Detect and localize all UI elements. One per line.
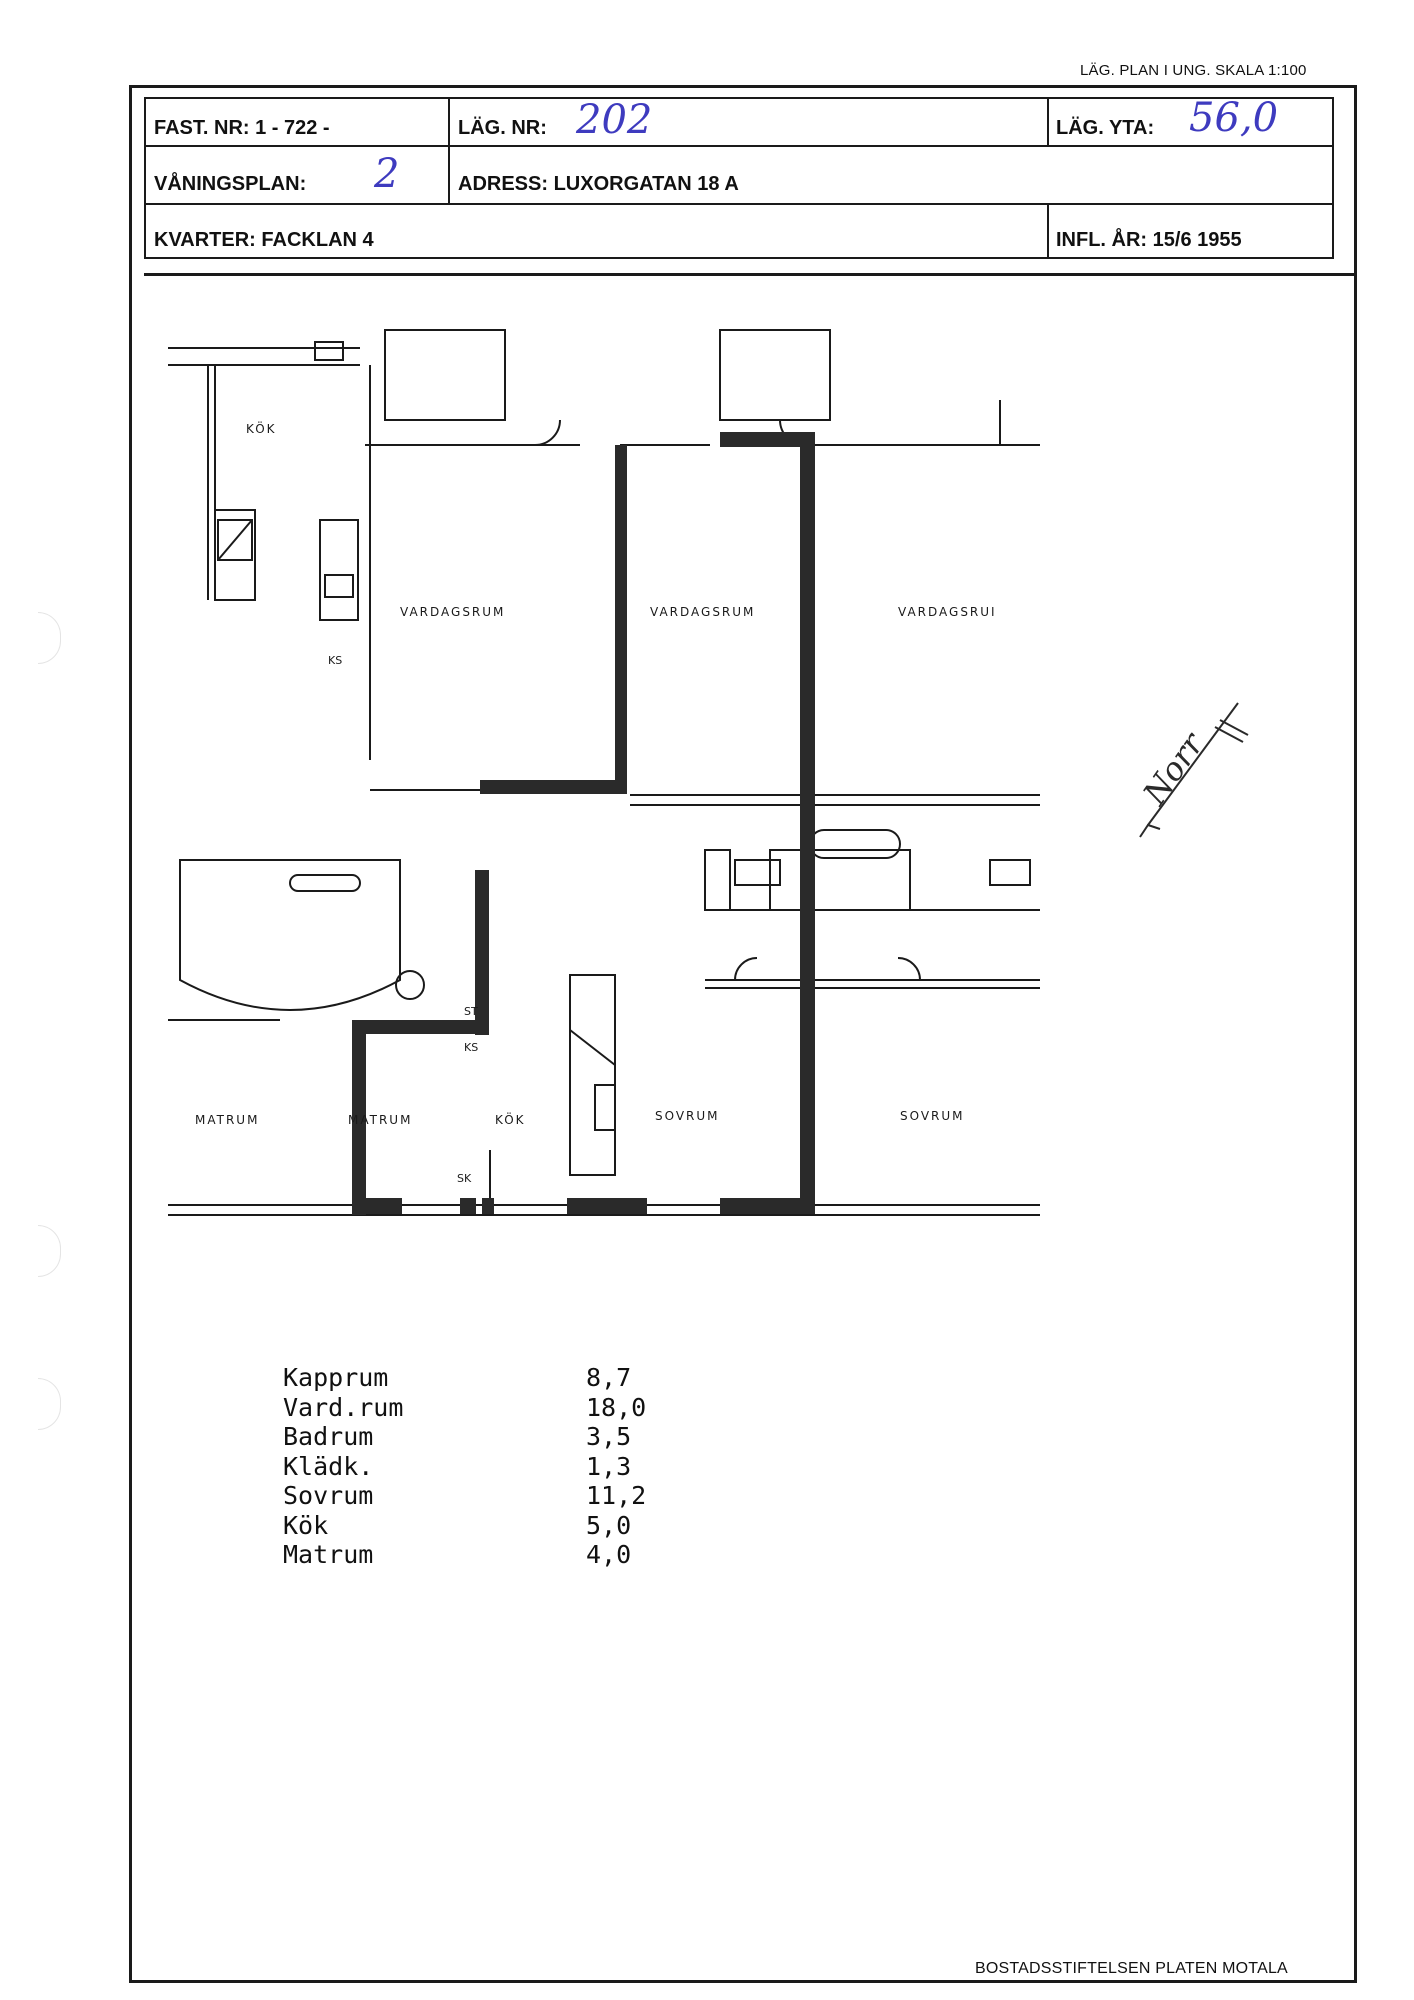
footer-publisher: BOSTADSSTIFTELSEN PLATEN MOTALA: [975, 1960, 1288, 1977]
page-frame: [129, 85, 1357, 1983]
header-table: FAST. NR: 1 - 722 - LÄG. NR: 202 LÄG. YT…: [144, 95, 1334, 259]
header-divider: [144, 273, 1357, 276]
north-label: Norr: [1135, 725, 1212, 813]
scale-note: LÄG. PLAN I UNG. SKALA 1:100: [1080, 62, 1307, 79]
room-vardagsrum-3: VARDAGSRUI: [898, 605, 997, 619]
room-sovrum-2: SOVRUM: [900, 1109, 965, 1123]
room-matrum-1: MATRUM: [195, 1113, 259, 1127]
lag-yta-label: LÄG. YTA:: [1056, 117, 1155, 139]
vaningsplan-value: 2: [374, 151, 400, 197]
lag-nr-value: 202: [576, 97, 653, 143]
room-vardagsrum-1: VARDAGSRUM: [400, 605, 505, 619]
fixture-sk: SK: [457, 1172, 472, 1185]
fixture-ks-1: KS: [328, 654, 342, 667]
infl-label: INFL. ÅR: 15/6 1955: [1056, 229, 1242, 251]
lag-nr-label: LÄG. NR:: [458, 117, 547, 139]
fixture-st: ST: [464, 1005, 478, 1018]
lag-yta-value: 56,0: [1189, 95, 1279, 141]
floor-plan: KÖK VARDAGSRUM VARDAGSRUM VARDAGSRUI MAT…: [168, 329, 1040, 1216]
kvarter-label: KVARTER: FACKLAN 4: [154, 229, 374, 251]
area-row: Klädk.1,3: [283, 1451, 632, 1481]
room-kok-top: KÖK: [246, 420, 277, 436]
punch-hole: [38, 1225, 61, 1277]
punch-hole: [38, 612, 61, 664]
fixture-ks-2: KS: [464, 1041, 478, 1054]
room-kok-bottom: KÖK: [495, 1111, 526, 1127]
room-matrum-2: MATRUM: [348, 1113, 412, 1127]
room-vardagsrum-2: VARDAGSRUM: [650, 605, 755, 619]
north-arrow-icon: Norr: [1135, 702, 1249, 838]
punch-hole: [38, 1378, 61, 1430]
adress-label: ADRESS: LUXORGATAN 18 A: [458, 173, 739, 195]
room-sovrum-1: SOVRUM: [655, 1109, 720, 1123]
fast-nr-label: FAST. NR: 1 - 722 -: [154, 117, 330, 139]
vaningsplan-label: VÅNINGSPLAN:: [154, 173, 307, 195]
